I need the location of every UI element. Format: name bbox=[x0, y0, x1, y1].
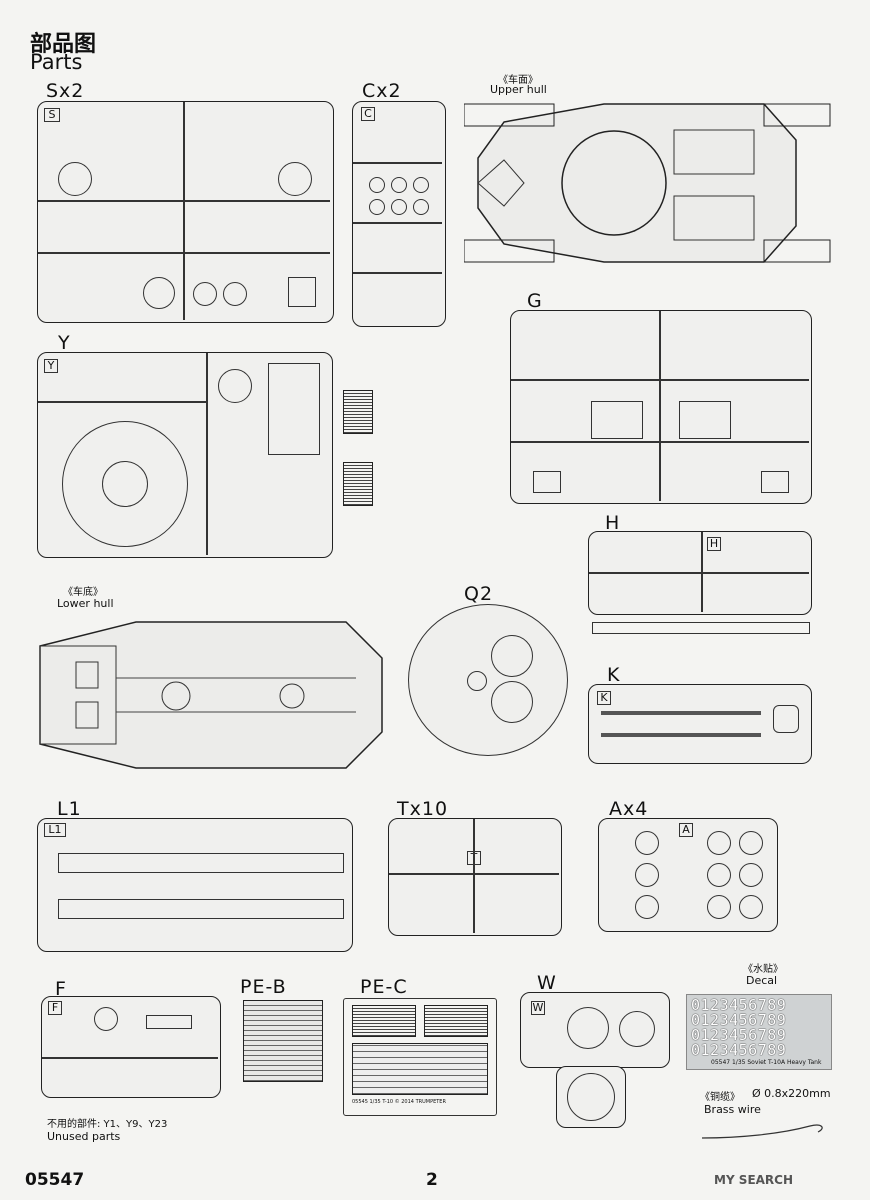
brass-label-cn: 《铜缆》 bbox=[700, 1092, 740, 1103]
brass-label: Brass wire bbox=[704, 1103, 761, 1116]
product-code: 05547 bbox=[25, 1170, 85, 1190]
pe-c-caption: 05545 1/35 T-10 © 2014 TRUMPETER bbox=[352, 1099, 446, 1105]
sprue-l1-label: L1 bbox=[57, 798, 82, 820]
sprue-h-tag: H bbox=[707, 537, 721, 551]
sprue-a-tag: A bbox=[679, 823, 693, 837]
sprue-y-label: Y bbox=[58, 332, 71, 354]
sprue-s-frame: S bbox=[37, 101, 334, 323]
brass-wire-drawing bbox=[700, 1120, 830, 1142]
sprue-k-frame: K bbox=[588, 684, 812, 764]
upper-hull-label: Upper hull bbox=[490, 83, 547, 96]
sprue-w-label: W bbox=[537, 972, 557, 994]
pe-b-label: PE-B bbox=[240, 976, 287, 998]
sprue-g-label: G bbox=[527, 290, 543, 312]
brass-spec: Ø 0.8x220mm bbox=[752, 1087, 831, 1100]
sprue-c-label: Cx2 bbox=[362, 80, 402, 102]
sprue-h-label: H bbox=[605, 512, 621, 534]
pe-b-fret bbox=[243, 1000, 323, 1082]
sprue-l1-tag: L1 bbox=[44, 823, 66, 837]
pe-c-fret: 05545 1/35 T-10 © 2014 TRUMPETER bbox=[343, 998, 497, 1116]
sprue-a-label: Ax4 bbox=[609, 798, 649, 820]
sprue-w-frame: W bbox=[520, 992, 670, 1068]
sprue-s-label: Sx2 bbox=[46, 80, 85, 102]
sprue-t-label: Tx10 bbox=[397, 798, 449, 820]
turret-q2 bbox=[408, 604, 568, 756]
sprue-q2-label: Q2 bbox=[464, 583, 494, 605]
decal-caption: 05547 1/35 Soviet T-10A Heavy Tank bbox=[711, 1059, 822, 1066]
unused-label: Unused parts bbox=[47, 1130, 121, 1143]
lower-hull-label: Lower hull bbox=[57, 597, 114, 610]
decal-row-3: 0123456789 bbox=[691, 1026, 787, 1044]
decal-row-2: 0123456789 bbox=[691, 1011, 787, 1029]
sprue-f-frame: F bbox=[41, 996, 221, 1098]
sprue-h-frame: H bbox=[588, 531, 812, 615]
sprue-k-tag: K bbox=[597, 691, 611, 705]
sprue-w-lower-frame bbox=[556, 1066, 626, 1128]
decal-row-4: 0123456789 bbox=[691, 1041, 787, 1059]
sprue-f-tag: F bbox=[48, 1001, 62, 1015]
sprue-y-tag: Y bbox=[44, 359, 58, 373]
sprue-y-frame: Y bbox=[37, 352, 333, 558]
watermark: MY SEARCH bbox=[714, 1173, 794, 1187]
sprue-f-label: F bbox=[55, 978, 67, 1000]
pe-c-label: PE-C bbox=[360, 976, 408, 998]
page-number: 2 bbox=[426, 1170, 438, 1190]
sprue-t-frame: T bbox=[388, 818, 562, 936]
sprue-l1-frame: L1 bbox=[37, 818, 353, 952]
sprue-k-label: K bbox=[607, 664, 621, 686]
sprue-w-tag: W bbox=[531, 1001, 545, 1015]
title-english: Parts bbox=[30, 50, 83, 74]
sprue-c-frame: C bbox=[352, 101, 446, 327]
upper-hull-label-cn: 《车面》 bbox=[498, 75, 538, 86]
decal-row-1: 0123456789 bbox=[691, 996, 787, 1014]
title-chinese: 部品图 bbox=[30, 32, 97, 57]
sprue-g-frame bbox=[510, 310, 812, 504]
unused-label-cn: 不用的部件: Y1、Y9、Y23 bbox=[47, 1119, 168, 1130]
decal-sheet: 0123456789 0123456789 0123456789 0123456… bbox=[686, 994, 832, 1070]
sprue-s-tag: S bbox=[44, 108, 60, 122]
sprue-c-tag: C bbox=[361, 107, 375, 121]
upper-hull-drawing bbox=[463, 100, 832, 266]
lower-hull-drawing bbox=[36, 618, 386, 772]
decal-label-cn: 《水贴》 bbox=[743, 964, 783, 975]
decal-label: Decal bbox=[746, 974, 778, 987]
lower-hull-label-cn: 《车底》 bbox=[63, 587, 103, 598]
sprue-a-frame: A bbox=[598, 818, 778, 932]
